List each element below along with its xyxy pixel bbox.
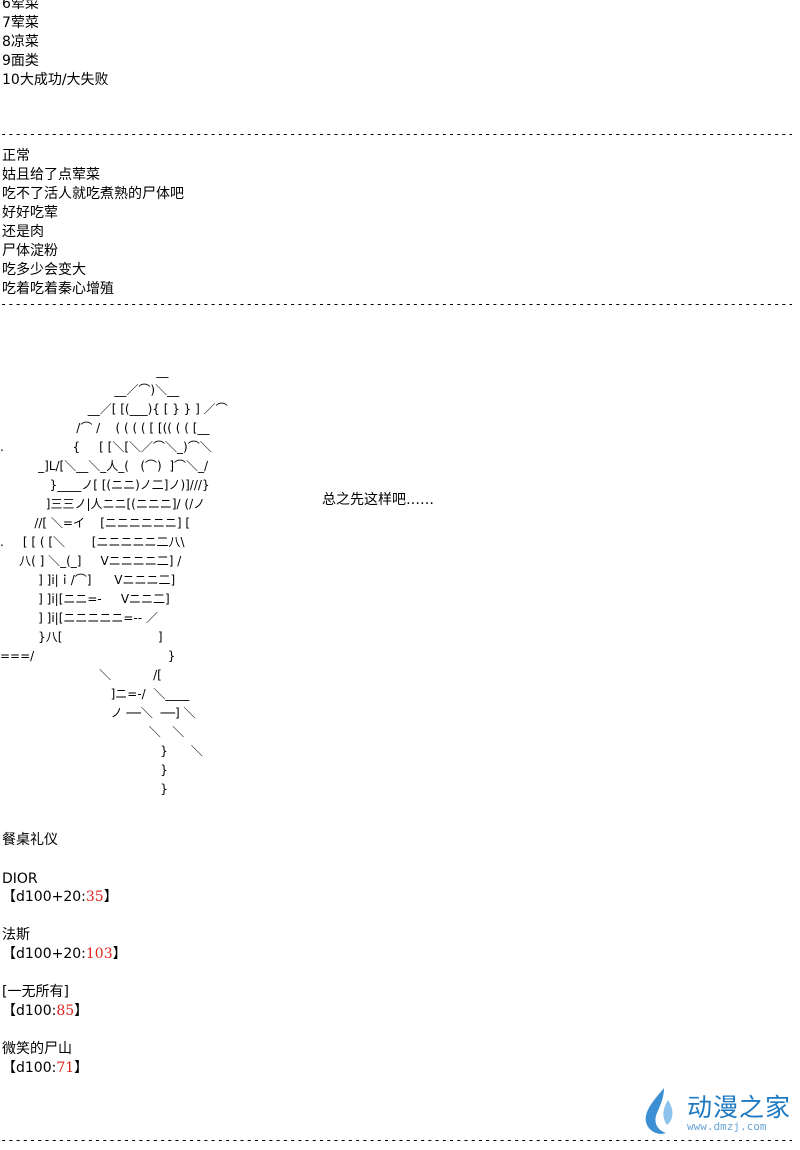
top-list-item: 7荤菜	[2, 15, 39, 31]
result-item: 吃着吃着秦心增殖	[2, 281, 114, 297]
result-item: 好好吃荤	[2, 205, 58, 221]
section-title: 餐桌礼仪	[2, 832, 58, 848]
roll-result: 【d100:85】	[2, 1002, 88, 1021]
top-list-item: 9面类	[2, 53, 39, 69]
bracket-close: 】	[103, 889, 118, 905]
roll-name: 法斯	[2, 927, 30, 943]
bracket-open: 【	[2, 889, 16, 905]
dice-code: d100:	[16, 1003, 57, 1019]
roll-value: 71	[56, 1060, 75, 1076]
bracket-open: 【	[2, 946, 16, 962]
dice-code: d100+20:	[16, 889, 86, 905]
result-item: 正常	[2, 148, 30, 164]
roll-value: 85	[56, 1003, 75, 1019]
bracket-close: 】	[74, 1060, 89, 1076]
roll-value: 103	[85, 946, 113, 962]
result-item: 姑且给了点荤菜	[2, 167, 100, 183]
result-item: 尸体淀粉	[2, 243, 58, 259]
roll-name: DIOR	[2, 871, 38, 887]
bracket-close: 】	[112, 946, 127, 962]
result-item: 吃不了活人就吃煮熟的尸体吧	[2, 186, 184, 202]
divider: ----------------------------------------…	[0, 1134, 792, 1146]
roll-result: 【d100+20:35】	[2, 888, 118, 907]
watermark: 动漫之家 www.dmzj.com	[640, 1086, 792, 1138]
bracket-open: 【	[2, 1003, 16, 1019]
droplet-logo-icon	[645, 1088, 673, 1134]
roll-name: 微笑的尸山	[2, 1041, 72, 1057]
watermark-brand: 动漫之家	[687, 1093, 792, 1122]
art-caption: 总之先这样吧……	[322, 492, 434, 508]
divider: ----------------------------------------…	[0, 298, 792, 310]
bracket-close: 】	[74, 1003, 89, 1019]
roll-name: [一无所有]	[2, 984, 69, 1000]
roll-value: 35	[85, 889, 104, 905]
dice-code: d100+20:	[16, 946, 86, 962]
roll-result: 【d100+20:103】	[2, 945, 127, 964]
divider: ----------------------------------------…	[0, 128, 792, 140]
ascii-art: __ __／⌒)＼__ __／[ [(___){ [ } } ] ／⌒ /⌒ /…	[0, 364, 228, 796]
top-list-item: 10大成功/大失败	[2, 72, 109, 88]
roll-result: 【d100:71】	[2, 1059, 88, 1078]
watermark-url: www.dmzj.com	[687, 1120, 767, 1133]
top-list-item: 8凉菜	[2, 34, 39, 50]
result-item: 还是肉	[2, 224, 44, 240]
bracket-open: 【	[2, 1060, 16, 1076]
top-list-item: 6荤菜	[2, 0, 39, 12]
dice-code: d100:	[16, 1060, 57, 1076]
result-item: 吃多少会变大	[2, 262, 86, 278]
